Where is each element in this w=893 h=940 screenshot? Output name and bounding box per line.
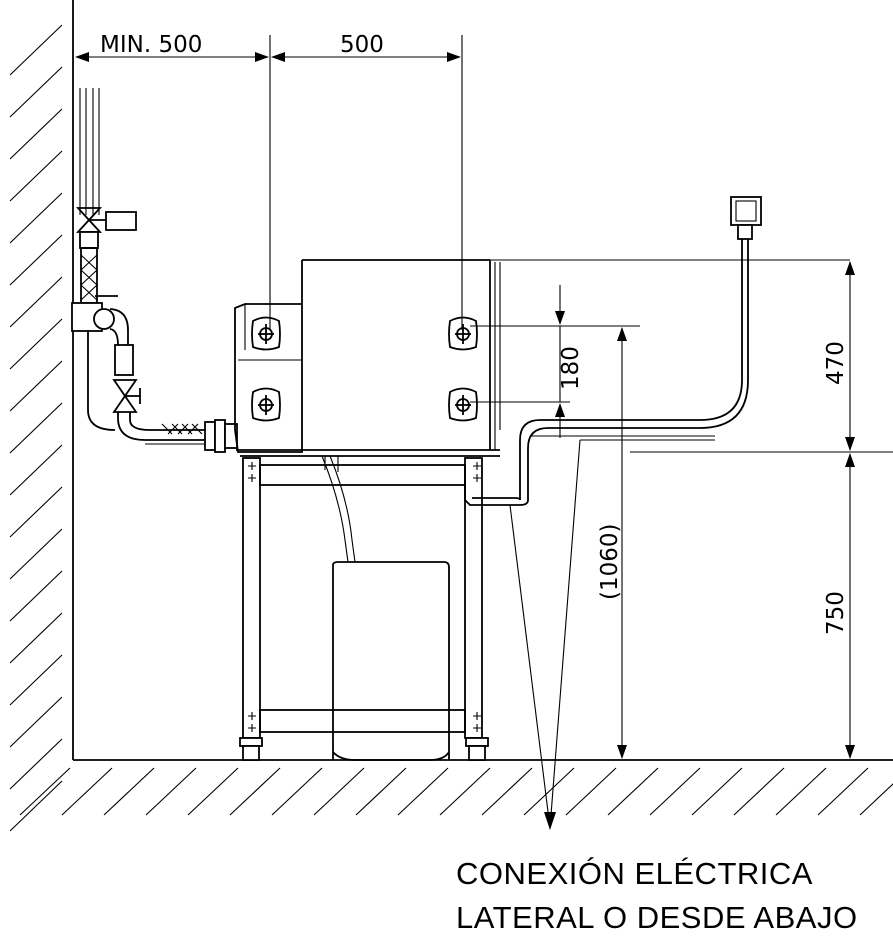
floor-hatch-line [271,767,323,816]
wall-hatch-line [9,696,63,748]
wall-hatch-line [9,360,63,412]
floor-hatch-line [229,767,281,816]
floor-hatch-line [145,767,197,816]
floor-hatch-line [817,767,869,816]
wall-hatch-line [9,402,63,454]
top-dimensions: MIN. 500 500 [75,32,463,330]
wall [9,0,74,832]
floor-hatch-line [775,767,827,816]
floor-hatch-line [355,767,407,816]
wall-hatch-line [9,486,63,538]
floor-hatch-line [691,767,743,816]
floor-hatch-line [19,767,71,816]
water-inlet-piping [71,88,238,453]
bolt-mark [473,474,481,482]
floor-hatch-line [565,767,617,816]
floor [19,759,893,816]
dim-total-height: (1060) [597,524,623,600]
stand [239,457,489,761]
wall-hatch-line [9,738,63,790]
wall-hatch-line [9,612,63,664]
dim-stand-height: 750 [823,591,849,635]
dim-socket-spacing: 180 [558,346,584,390]
socket-group [251,316,478,422]
socket-icon [448,387,478,422]
floor-hatch-line [103,767,155,816]
electrical-connection-note-line-1: CONEXIÓN ELÉCTRICA [456,856,813,891]
wall-hatch-line [9,570,63,622]
bolt-mark [248,712,256,720]
wall-hatch-line [9,108,63,160]
wall-hatch-line [9,150,63,202]
floor-hatch-line [397,767,449,816]
wall-hatch-line [9,780,63,832]
bolt-mark [473,712,481,720]
wall-hatch-line [9,444,63,496]
floor-hatch-line [187,767,239,816]
floor-hatch-line [313,767,365,816]
dim-service-width: 500 [340,32,384,58]
wall-hatch-line [9,192,63,244]
wall-hatch-line [9,234,63,286]
socket-icon [251,316,281,351]
socket-icon [251,387,281,422]
bolt-mark [248,474,256,482]
container [321,455,450,761]
wall-hatch-line [9,276,63,328]
floor-hatch-line [607,767,659,816]
floor-hatch-line [61,767,113,816]
wall-hatch-line [9,318,63,370]
note-leader-lines [509,439,581,830]
electrical-supply [464,196,893,506]
shutoff-valve-icon [112,379,141,413]
dim-min-wall-clearance: MIN. 500 [100,32,202,58]
bolt-mark [248,462,256,470]
right-dimensions: 470 750 (1060) 180 [470,261,855,759]
floor-hatch-line [859,783,893,816]
wall-hatch-line [9,654,63,706]
floor-hatch-line [649,767,701,816]
appliance-body [234,259,850,457]
wall-hatch-line [9,66,63,118]
wall-hatch-line [9,528,63,580]
floor-hatch-line [733,767,785,816]
floor-hatch-line [481,767,533,816]
bolt-mark [248,724,256,732]
bolt-mark [473,462,481,470]
bolt-mark [473,724,481,732]
electrical-connection-note-line-2: LATERAL O DESDE ABAJO [456,900,858,935]
socket-icon [448,316,478,351]
dim-upper-height: 470 [823,341,849,385]
floor-hatch-line [439,767,491,816]
wall-hatch-line [9,24,63,76]
solenoid-valve-icon [75,207,137,233]
electrical-junction-box-icon [730,196,762,240]
floor-hatch-line [523,767,575,816]
